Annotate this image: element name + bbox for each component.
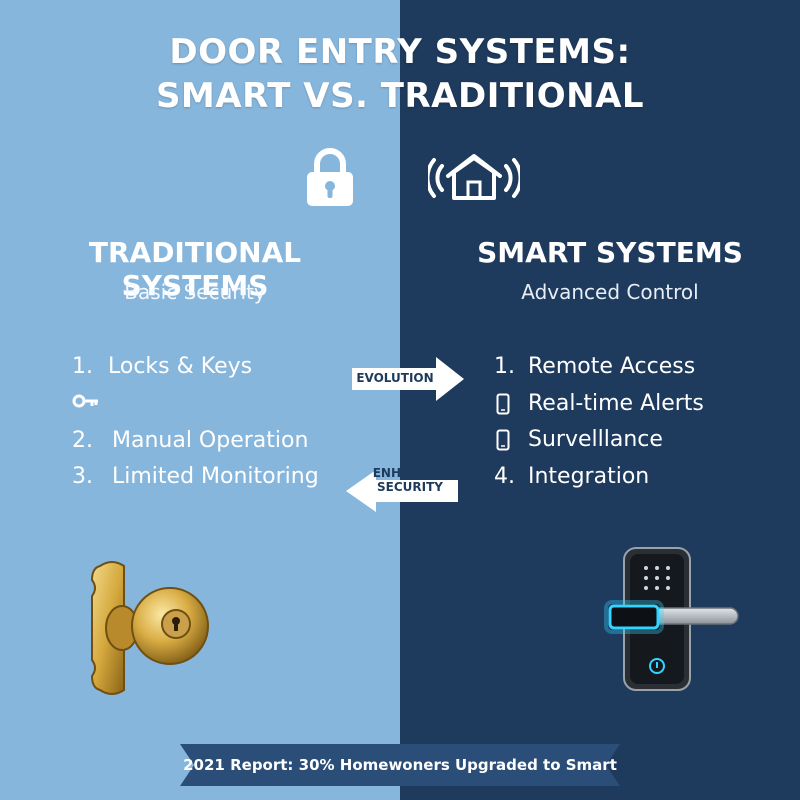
- item-number: 1.: [72, 354, 93, 379]
- evolution-label: EVOLUTION: [356, 371, 434, 385]
- item-number: 4.: [494, 464, 515, 489]
- smart-item: Survelllance: [528, 427, 663, 452]
- item-label: Remote Access: [528, 354, 696, 379]
- item-label: Manual Operation: [112, 428, 309, 453]
- door-knob-illustration: [90, 561, 209, 695]
- smart-lock-illustration: [604, 547, 739, 691]
- smart-home-icon: [428, 154, 520, 200]
- traditional-item: 3. Limited Monitoring: [72, 464, 319, 489]
- item-number: 1.: [494, 354, 515, 379]
- padlock-icon: [307, 148, 353, 206]
- smart-item: 4. Integration: [494, 464, 649, 489]
- smart-item: Real-time Alerts: [528, 391, 704, 416]
- traditional-item: 2. Manual Operation: [72, 428, 308, 453]
- item-label: Integration: [528, 464, 650, 489]
- smart-panel: [400, 0, 800, 800]
- enhanced-security-line-2: SECURITY: [377, 480, 443, 494]
- traditional-item: 1. Locks & Keys: [72, 354, 252, 379]
- smart-subtitle: Advanced Control: [521, 280, 699, 304]
- enhanced-security-arrow: [346, 470, 458, 512]
- traditional-title: TRADITIONAL SYSTEMS: [88, 236, 302, 302]
- item-label: Locks & Keys: [108, 354, 253, 379]
- item-label: Real-time Alerts: [528, 391, 704, 416]
- title-line-2: SMART VS. TRADITIONAL: [155, 76, 645, 116]
- page-title: DOOR ENTRY SYSTEMS: SMART VS. TRADITIONA…: [0, 30, 800, 118]
- item-label: Limited Monitoring: [112, 464, 319, 489]
- title-line-1: DOOR ENTRY SYSTEMS:: [169, 32, 631, 72]
- smart-item: 1. Remote Access: [494, 354, 695, 379]
- item-number: 3.: [72, 464, 93, 489]
- evolution-arrow: [352, 357, 464, 401]
- smart-title: SMART SYSTEMS: [477, 236, 743, 269]
- report-banner-text: 2021 Report: 30% Homewoners Upgraded to …: [183, 756, 617, 774]
- item-number: 2.: [72, 428, 93, 453]
- enhanced-security-label: ENHANCED SECURITY: [372, 466, 448, 494]
- phone-icon: [496, 429, 510, 451]
- report-banner: [180, 744, 620, 786]
- key-icon: [72, 394, 98, 408]
- enhanced-security-line-1: ENHANCED: [372, 466, 448, 480]
- traditional-subtitle: Basic Security: [124, 280, 266, 304]
- item-label: Survelllance: [528, 427, 663, 452]
- traditional-panel: [0, 0, 400, 800]
- phone-icon: [496, 393, 510, 415]
